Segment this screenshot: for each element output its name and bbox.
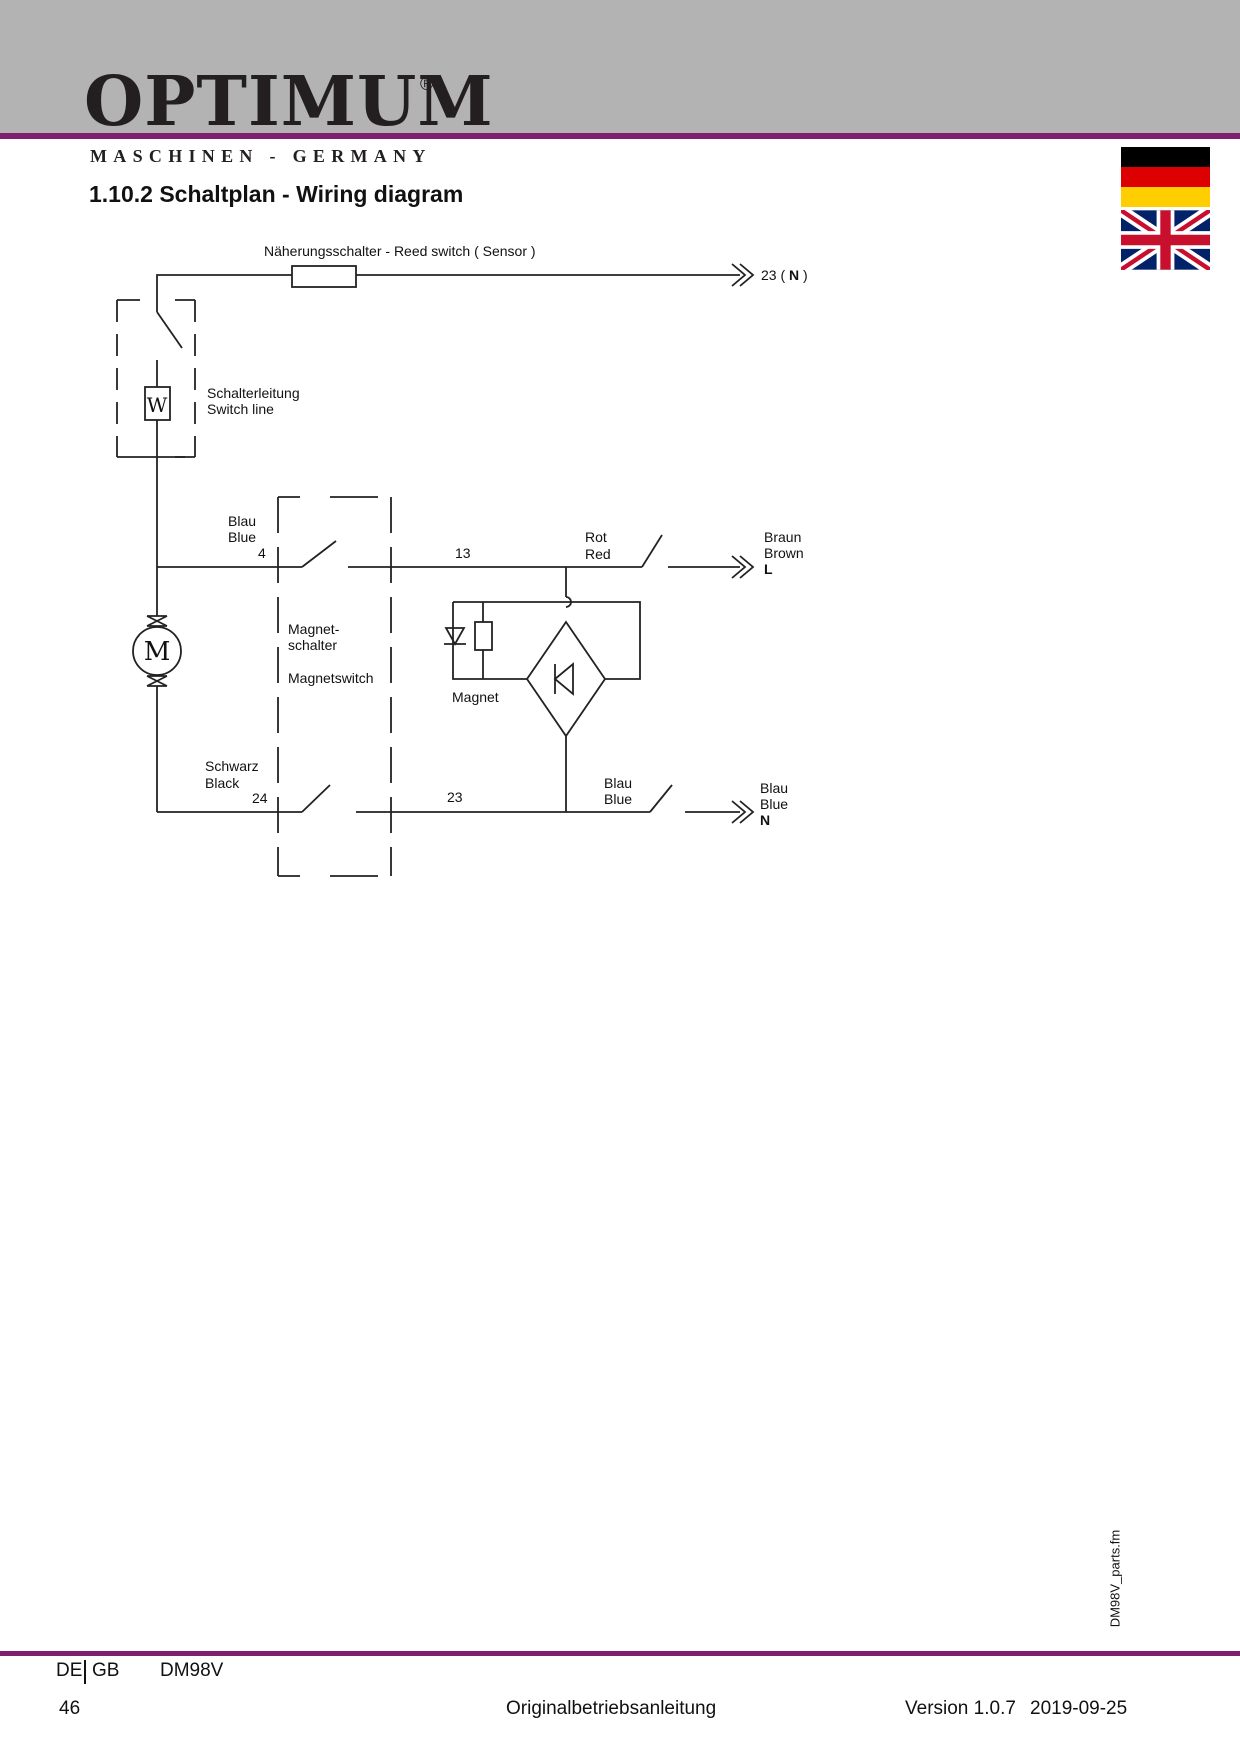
phase-line bbox=[157, 534, 755, 579]
language-separator bbox=[84, 1660, 86, 1684]
header-rule bbox=[0, 133, 1240, 139]
top-terminal-label: 23 ( N ) bbox=[761, 267, 808, 283]
terminal-4: 4 bbox=[258, 545, 266, 561]
magnet-switch-label-2: schalter bbox=[288, 637, 337, 653]
brown-terminal: L bbox=[764, 561, 773, 577]
blue-terminal: N bbox=[760, 812, 770, 828]
blue-mid-label-de: Blau bbox=[604, 775, 632, 791]
motor-label: M bbox=[144, 637, 171, 667]
terminal-13: 13 bbox=[455, 545, 471, 561]
reed-switch-resistor bbox=[291, 265, 357, 288]
terminal-24: 24 bbox=[252, 790, 268, 806]
black-label-de: Schwarz bbox=[205, 758, 259, 774]
model-name: DM98V bbox=[160, 1660, 224, 1681]
magnet-switch-label-1: Magnet- bbox=[288, 621, 340, 637]
motor-branch bbox=[132, 457, 182, 812]
neutral-line bbox=[157, 784, 755, 824]
brown-label-en: Brown bbox=[764, 545, 804, 561]
reed-switch-line bbox=[156, 263, 755, 312]
page-number: 46 bbox=[59, 1698, 81, 1719]
language-gb[interactable]: GB bbox=[92, 1660, 120, 1681]
blue-top-label-en: Blue bbox=[228, 529, 256, 545]
magnet-switch-box bbox=[277, 496, 392, 877]
blue-mid-label-en: Blue bbox=[604, 791, 632, 807]
motor-symbol bbox=[132, 626, 182, 676]
section-title: 1.10.2 Schaltplan - Wiring diagram bbox=[89, 181, 464, 207]
bridge-rectifier bbox=[525, 620, 607, 738]
black-label-en: Black bbox=[205, 775, 240, 791]
document-type: Originalbetriebsanleitung bbox=[506, 1698, 717, 1719]
version: Version 1.0.7 bbox=[905, 1698, 1016, 1719]
terminal-23: 23 bbox=[447, 789, 463, 805]
switch-line-box bbox=[116, 299, 196, 458]
magnet-circuit bbox=[444, 567, 641, 812]
flag-germany-icon[interactable] bbox=[1121, 147, 1210, 207]
source-filename: DM98V_parts.fm bbox=[1100, 1526, 1123, 1636]
source-filename-text: DM98V_parts.fm bbox=[1107, 1529, 1123, 1628]
w-symbol: W bbox=[147, 393, 168, 417]
logo-wordmark: OPTIMUM bbox=[84, 62, 494, 142]
registered-mark: ® bbox=[420, 74, 434, 94]
release-date: 2019-09-25 bbox=[1030, 1698, 1128, 1719]
header-band bbox=[0, 0, 1240, 134]
blue-right-label-de: Blau bbox=[760, 780, 788, 796]
brown-label-de: Braun bbox=[764, 529, 801, 545]
magnet-switch-label-en: Magnetswitch bbox=[288, 670, 374, 686]
switch-line-label-en: Switch line bbox=[207, 401, 274, 417]
blue-top-label-de: Blau bbox=[228, 513, 256, 529]
language-de[interactable]: DE bbox=[56, 1660, 83, 1681]
footer-rule bbox=[0, 1651, 1240, 1656]
red-label-en: Red bbox=[585, 546, 611, 562]
magnet-label: Magnet bbox=[452, 689, 499, 705]
switch-line-label-de: Schalterleitung bbox=[207, 385, 300, 401]
logo-tagline: MASCHINEN - GERMANY bbox=[90, 146, 432, 166]
reed-switch-label: Näherungsschalter - Reed switch ( Sensor… bbox=[264, 243, 536, 259]
red-label-de: Rot bbox=[585, 529, 607, 545]
wiring-diagram: Näherungsschalter - Reed switch ( Sensor… bbox=[116, 243, 808, 877]
flag-united-kingdom-icon[interactable] bbox=[1117, 205, 1214, 275]
blue-right-label-en: Blue bbox=[760, 796, 788, 812]
